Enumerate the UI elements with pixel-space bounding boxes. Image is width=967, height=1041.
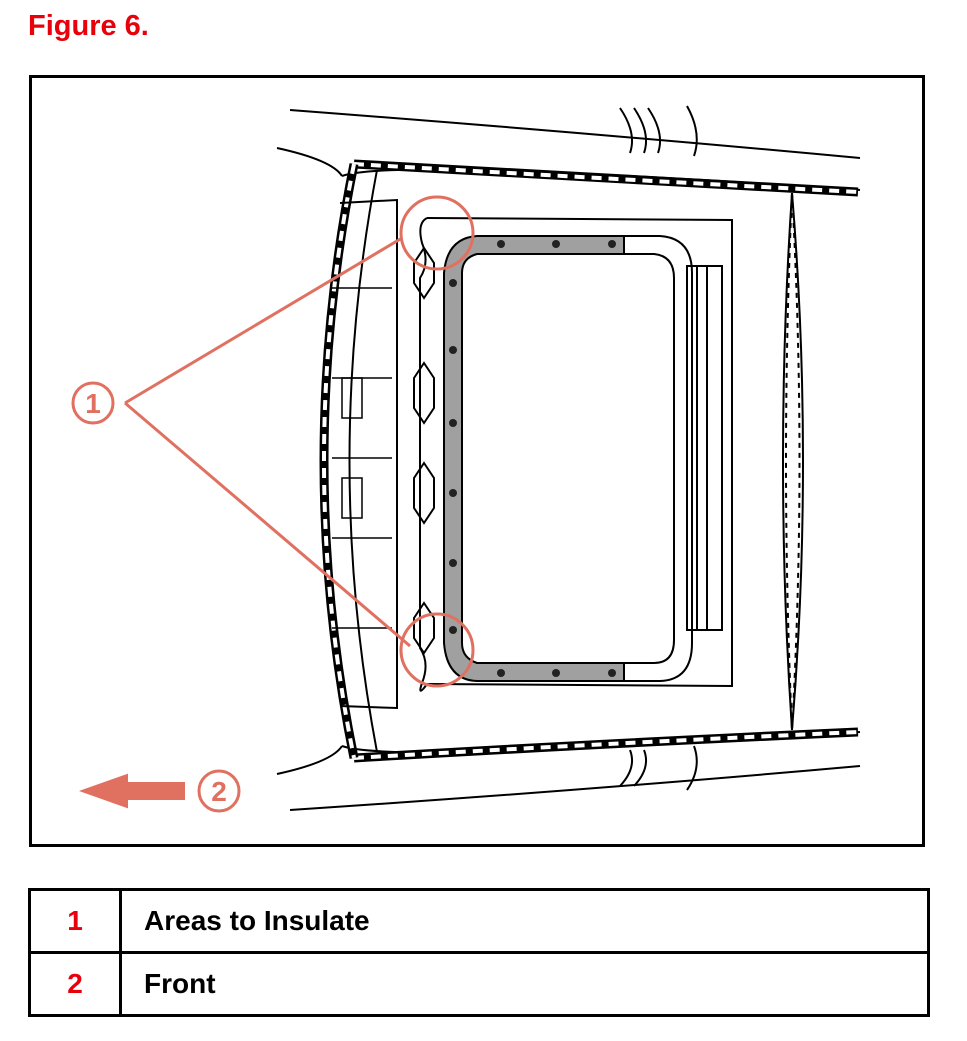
figure-title: Figure 6.: [28, 10, 149, 42]
callout-1-badge: [71, 381, 115, 425]
legend-row: 1 Areas to Insulate: [28, 888, 930, 954]
insulate-area-front-right-marker: [399, 612, 475, 688]
legend-description: Front: [119, 951, 930, 1017]
callout-1-label: 1: [85, 388, 101, 419]
legend-row: 2 Front: [28, 951, 930, 1017]
reinforcement-frame: [413, 217, 733, 692]
legend-number: 1: [28, 888, 122, 954]
insulate-area-front-left-marker: [399, 195, 475, 271]
legend-table: 1 Areas to Insulate 2 Front: [28, 888, 930, 1017]
legend-number: 2: [28, 951, 122, 1017]
sunroof-opening: [443, 235, 693, 682]
diagram-frame: 1 2: [29, 75, 925, 847]
rear-bow: [782, 192, 804, 731]
callout-1: [71, 195, 475, 688]
front-header: [319, 163, 398, 759]
front-direction-arrow-icon: [79, 773, 185, 809]
side-rails: [353, 159, 859, 763]
callout-2-label: 2: [211, 776, 227, 807]
callout-2-badge: [197, 769, 241, 813]
roof-diagram: 1 2: [71, 105, 861, 813]
legend-description: Areas to Insulate: [119, 888, 930, 954]
